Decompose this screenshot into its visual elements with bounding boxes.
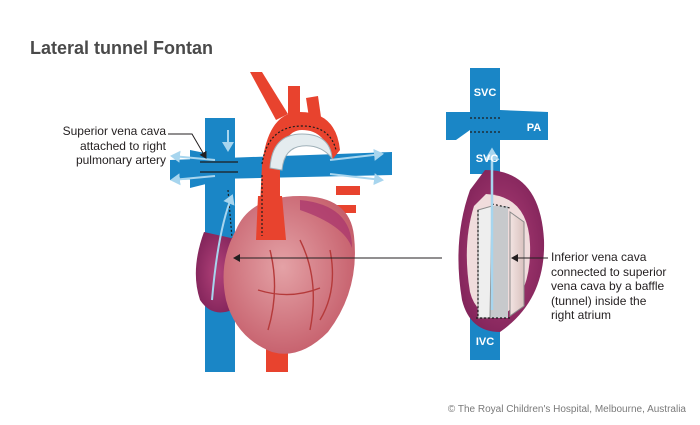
pa-vessel [500, 110, 548, 140]
flow-arrows-left [170, 130, 384, 301]
ivc-annotation: Inferior vena cava connected to superior… [551, 250, 696, 323]
svc-annotation-line-2: attached to right [79, 138, 166, 153]
suture-lines-right [470, 117, 511, 319]
label-svc-mid: SVC [476, 153, 499, 165]
copyright-credit: © The Royal Children's Hospital, Melbour… [447, 404, 686, 415]
leader-line-svc [168, 133, 207, 159]
ivc-annotation-line-1: Inferior vena cava [551, 250, 647, 264]
ivc-annotation-line-4: (tunnel) inside the [551, 293, 647, 308]
label-svc-top: SVC [474, 87, 497, 99]
leader-lines [168, 133, 548, 262]
head-vessel-2 [288, 86, 300, 116]
head-vessel-1 [250, 72, 288, 120]
ivc-annotation-line-3: vena cava by a baffle [551, 279, 665, 293]
ivc-annotation-line-2: connected to superior [551, 264, 667, 279]
left-heart-illustration [170, 72, 392, 372]
head-vessel-3 [306, 96, 322, 124]
right-cross-section: SVC PA SVC IVC [446, 68, 548, 360]
label-ivc: IVC [476, 336, 494, 348]
svc-annotation: Superior vena cava attached to right pul… [8, 124, 166, 168]
page-title: Lateral tunnel Fontan [30, 38, 214, 58]
ivc-annotation-line-5: right atrium [551, 308, 612, 322]
label-pa: PA [527, 122, 542, 134]
svc-annotation-line-3: pulmonary artery [75, 153, 166, 167]
svc-annotation-line-1: Superior vena cava [62, 124, 166, 138]
